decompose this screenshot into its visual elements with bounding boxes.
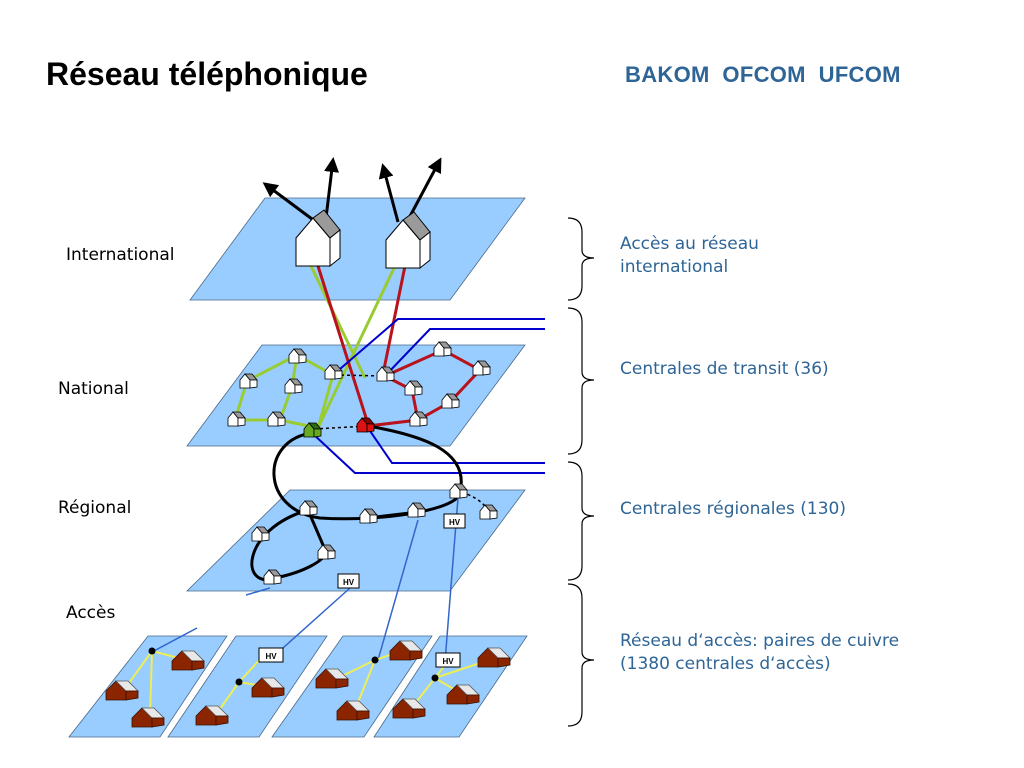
international-exchange-2 bbox=[385, 211, 431, 270]
hv-label: HV bbox=[343, 578, 355, 587]
plane-international bbox=[189, 197, 526, 301]
hv-box-access-4: HV bbox=[435, 652, 461, 668]
brace-regional bbox=[567, 461, 595, 581]
layer-label-regional: Régional bbox=[58, 498, 132, 518]
layer-label-access: Accès bbox=[66, 603, 116, 623]
international-arrows bbox=[262, 157, 442, 224]
desc-international: Accès au réseau international bbox=[620, 234, 759, 277]
desc-access: Réseau d‘accès: paires de cuivre (1380 c… bbox=[620, 631, 900, 674]
brace-international bbox=[567, 217, 595, 301]
access-nodes bbox=[148, 647, 439, 686]
ofcom-logo: BAKOM OFCOM UFCOM bbox=[625, 62, 901, 87]
hv-box-regional-1: HV bbox=[443, 513, 466, 529]
brace-access bbox=[567, 583, 595, 727]
brace-transit bbox=[567, 307, 595, 455]
hv-label: HV bbox=[442, 657, 454, 666]
hv-box-access-2: HV bbox=[258, 647, 284, 663]
desc-regional: Centrales régionales (130) bbox=[620, 499, 846, 519]
plane-access-3 bbox=[271, 635, 433, 738]
international-exchange-1 bbox=[295, 209, 341, 268]
blue-links bbox=[311, 318, 545, 474]
hv-label: HV bbox=[449, 518, 461, 527]
layer-label-national: National bbox=[58, 379, 129, 399]
hv-label: HV bbox=[265, 652, 277, 661]
hv-box-regional-2: HV bbox=[337, 573, 360, 589]
layer-label-international: International bbox=[66, 245, 175, 265]
desc-transit: Centrales de transit (36) bbox=[620, 359, 829, 379]
page-title: Réseau téléphonique bbox=[46, 56, 368, 92]
